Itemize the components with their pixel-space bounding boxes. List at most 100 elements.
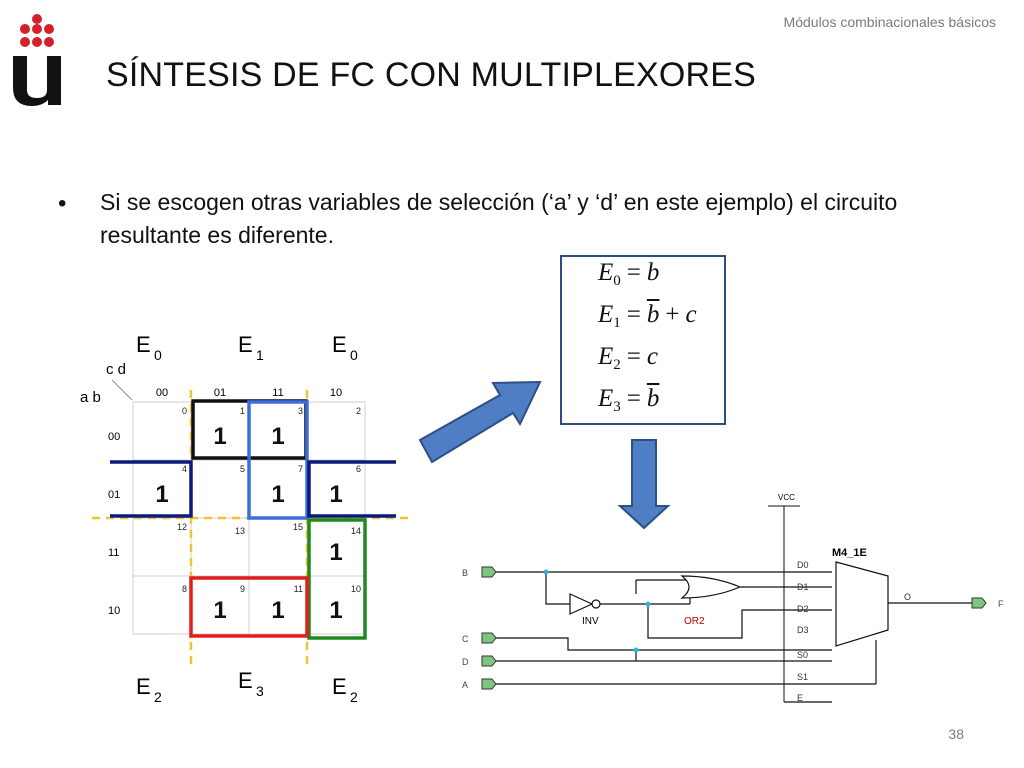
bottom-label-sub: 2 (154, 689, 162, 705)
cell-index: 12 (177, 522, 187, 532)
bottom-label-e2-left: E (136, 674, 151, 699)
cell-index: 9 (240, 584, 245, 594)
university-logo (13, 14, 61, 106)
inverter-gate (569, 593, 594, 615)
row-header: 11 (108, 547, 119, 559)
cell-index: 0 (182, 406, 187, 416)
mux-pins: D0 D1 D2 D3 S0 S1 E O (797, 560, 911, 703)
equation-e1: E1=b+c (598, 301, 697, 332)
cell-value: 1 (329, 481, 342, 508)
equation-rhs-negated: b (646, 385, 660, 412)
top-label-e0-left: E (136, 332, 151, 357)
equations-box: E0=b E1=b+c E2=c E3=b (560, 255, 726, 425)
equation-rhs: c (685, 301, 697, 328)
corner-divider (111, 379, 133, 401)
output-label-f: F (998, 599, 1004, 609)
cell-index: 13 (235, 526, 245, 536)
group-blue (247, 400, 309, 520)
slide-title: SÍNTESIS DE FC CON MULTIPLEXORES (106, 56, 756, 94)
col-header: 01 (214, 387, 226, 399)
group-green (307, 518, 367, 640)
running-header: Módulos combinacionales básicos (783, 14, 996, 30)
input-label-d: D (462, 657, 469, 667)
input-pads (481, 566, 497, 690)
equation-operator: = (626, 259, 641, 286)
equation-e3: E3=b (598, 385, 659, 416)
equation-plus: + (665, 301, 680, 328)
cell-index: 8 (182, 584, 187, 594)
wires (496, 571, 972, 703)
equation-subscript: 3 (613, 399, 621, 415)
or-gate-label: OR2 (684, 616, 705, 627)
mux-pin: D0 (797, 560, 809, 570)
cell-value: 1 (271, 423, 284, 450)
cell-index: 6 (356, 464, 361, 474)
cell-index: 4 (182, 464, 187, 474)
output-pad (971, 597, 987, 609)
inverter-label: INV (582, 616, 599, 627)
bottom-label-e2-right: E (332, 674, 347, 699)
var-label-ab: a b (80, 389, 101, 406)
cell-value: 1 (271, 481, 284, 508)
page-number: 38 (948, 726, 964, 742)
row-header: 00 (108, 431, 120, 443)
top-label-sub: 0 (350, 347, 358, 363)
bottom-label-sub: 3 (256, 683, 264, 699)
cell-index: 3 (298, 406, 303, 416)
cell-index: 5 (240, 464, 245, 474)
vcc-label: VCC (778, 493, 795, 502)
junctions (543, 569, 651, 653)
equation-subscript: 2 (613, 357, 621, 373)
bottom-label-e3: E (238, 668, 253, 693)
mux-pin: D1 (797, 582, 809, 592)
cell-value: 1 (213, 423, 226, 450)
group-red (189, 576, 309, 638)
mux-pin: D3 (797, 625, 809, 635)
bullet-marker: • (58, 190, 67, 217)
top-label-e1: E (238, 332, 253, 357)
col-header: 00 (156, 387, 168, 399)
cell-index: 7 (298, 464, 303, 474)
cell-index: 2 (356, 406, 361, 416)
karnaugh-map: E 0 E 1 E 0 c d a b 00 01 11 10 00 01 11… (80, 332, 408, 705)
input-label-b: B (462, 568, 468, 578)
equation-lhs: E (598, 259, 614, 286)
cell-value: 1 (213, 597, 226, 624)
col-header: 11 (272, 387, 283, 399)
mux-pin: S0 (797, 650, 808, 660)
cell-values: 1 1 1 1 1 1 1 1 1 (155, 423, 342, 624)
group-navy-right (307, 460, 396, 518)
mux-pin: D2 (797, 604, 809, 614)
cell-index: 15 (293, 522, 303, 532)
equation-operator: = (626, 385, 641, 412)
var-label-cd: c d (106, 361, 126, 378)
group-navy-left (110, 460, 193, 518)
cell-indices: 0 1 3 2 4 5 7 6 12 13 15 14 8 9 11 10 (177, 406, 361, 594)
equation-e2: E2 =c (598, 343, 658, 374)
row-header: 01 (108, 489, 120, 501)
equation-rhs-negated: b (646, 301, 660, 328)
top-label-sub: 0 (154, 347, 162, 363)
cell-value: 1 (271, 597, 284, 624)
cell-value: 1 (329, 539, 342, 566)
cell-index: 11 (294, 584, 303, 594)
equation-operator: = (626, 301, 641, 328)
or-gate (680, 575, 742, 599)
equation-subscript: 0 (613, 273, 621, 289)
cell-value: 1 (155, 481, 168, 508)
equation-rhs: c (646, 343, 658, 370)
cell-index: 14 (351, 526, 361, 536)
mux-circuit: VCC B C D A INV OR2 (462, 493, 1004, 703)
col-header: 10 (330, 387, 342, 399)
mux-name: M4_1E (832, 547, 867, 559)
top-label-sub: 1 (256, 347, 264, 363)
equation-lhs: E (598, 343, 614, 370)
equation-rhs: b (646, 259, 660, 286)
row-header: 10 (108, 605, 120, 617)
inverter-bubble (591, 599, 601, 609)
equation-e0: E0 =b (598, 259, 659, 290)
equation-subscript: 1 (613, 315, 621, 331)
diagonal-arrow (418, 380, 542, 464)
bullet-text: Si se escogen otras variables de selecci… (100, 189, 898, 248)
equation-operator: = (626, 343, 641, 370)
